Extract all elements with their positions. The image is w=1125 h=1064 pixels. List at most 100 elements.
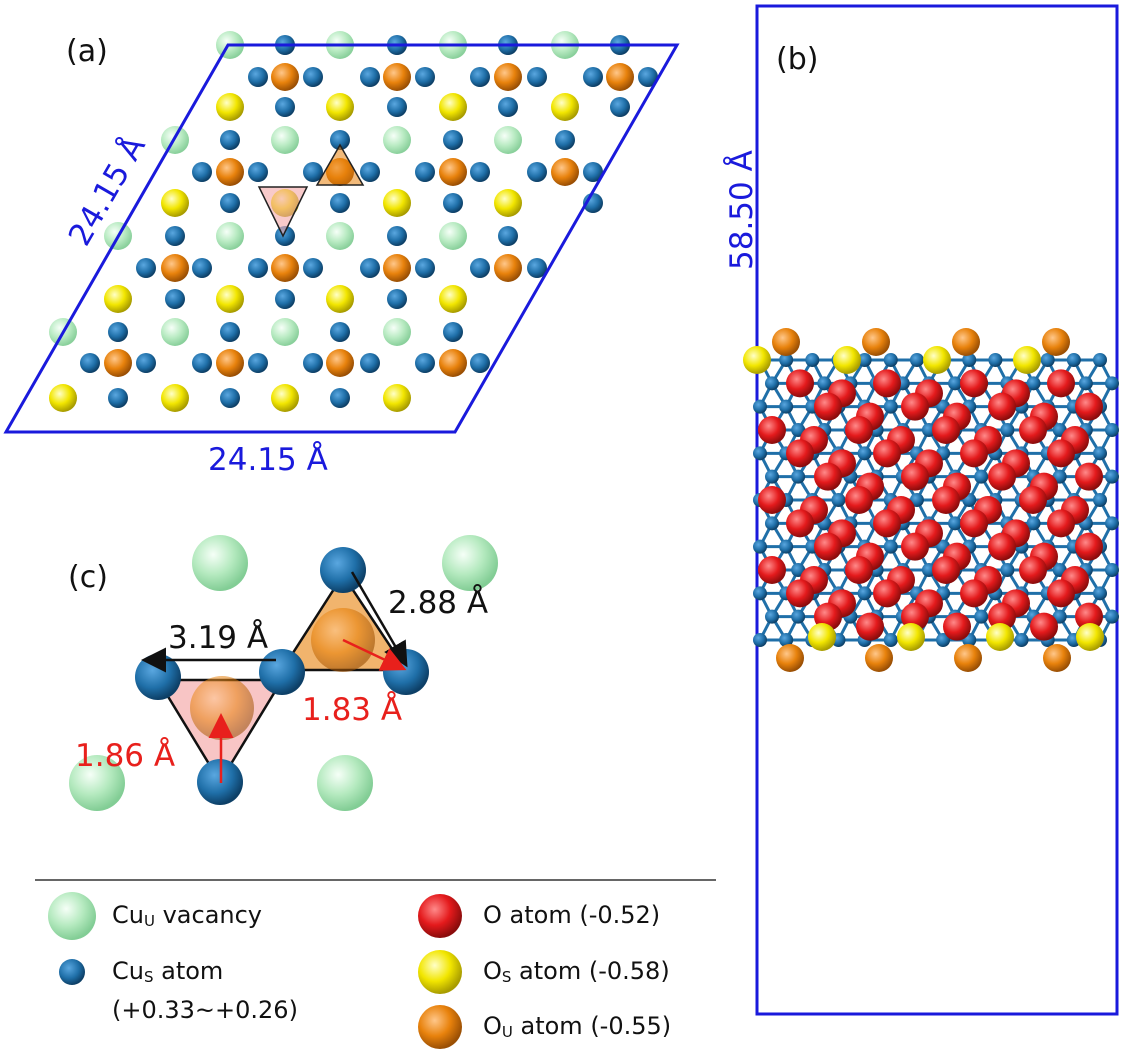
panel-a-os-atom bbox=[161, 189, 189, 217]
panel-b-o-atom bbox=[873, 369, 901, 398]
legend-ou-atom-icon bbox=[418, 1005, 462, 1049]
panel-a-cus-atom bbox=[470, 258, 490, 278]
panel-b-cus-atom bbox=[1093, 446, 1107, 461]
panel-a-cus-atom bbox=[136, 353, 156, 373]
panel-a-cus-atom bbox=[443, 130, 463, 150]
panel-b-cus-atom bbox=[1078, 376, 1093, 391]
panel-b-o-atom bbox=[1030, 612, 1058, 641]
panel-a-cus-atom bbox=[360, 353, 380, 373]
panel-b-cus-atom bbox=[765, 609, 779, 624]
panel-a-cus-atom bbox=[387, 289, 407, 309]
panel-b-o-atom bbox=[758, 486, 786, 514]
panel-a-ou-atom bbox=[104, 349, 132, 377]
panel-b-o-atom bbox=[932, 556, 960, 584]
panel-c-len-1-83: 1.83 Å bbox=[302, 692, 402, 728]
panel-a-cus-atom bbox=[192, 258, 212, 278]
panel-a-cu-vacancy bbox=[271, 126, 299, 154]
panel-a-cus-atom bbox=[192, 353, 212, 373]
panel-a-ou-atom bbox=[216, 158, 244, 186]
panel-b-o-atom bbox=[786, 579, 814, 608]
panel-b-o-atom bbox=[1047, 509, 1075, 538]
panel-a-cus-atom bbox=[527, 67, 547, 87]
panel-a-ou-atom bbox=[551, 158, 579, 186]
panel-a-cus-atom bbox=[248, 258, 268, 278]
panel-b-cus-atom bbox=[753, 633, 767, 647]
panel-a-cus-atom bbox=[220, 388, 240, 408]
panel-b-cus-atom bbox=[1014, 633, 1029, 647]
panel-c-cus-atom bbox=[320, 547, 366, 593]
panel-b-os-atom bbox=[1076, 623, 1104, 651]
panel-a-os-atom bbox=[439, 285, 467, 313]
panel-b-cus-atom bbox=[948, 376, 963, 391]
panel-a-ou-atom bbox=[439, 349, 467, 377]
panel-b-o-atom bbox=[814, 462, 842, 491]
panel-b-o-atom bbox=[901, 462, 929, 491]
panel-b-cus-atom bbox=[1026, 376, 1041, 391]
panel-b-o-atom bbox=[845, 416, 873, 444]
panel-b-o-atom bbox=[1075, 392, 1103, 421]
panel-a-cus-atom bbox=[303, 67, 323, 87]
panel-a-ou-atom bbox=[494, 63, 522, 91]
panel-b-o-atom bbox=[988, 602, 1016, 631]
panel-label-c: (c) bbox=[68, 560, 108, 595]
panel-a-cus-atom bbox=[415, 258, 435, 278]
legend-cus-atom-charge: (+0.33~+0.26) bbox=[112, 996, 298, 1024]
panel-b-o-atom bbox=[1047, 439, 1075, 468]
panel-b-cus-atom bbox=[791, 469, 806, 484]
panel-a-ou-atom bbox=[383, 254, 411, 282]
panel-label-a: (a) bbox=[66, 34, 108, 69]
panel-b-cus-atom bbox=[1093, 586, 1107, 601]
panel-b-o-atom bbox=[901, 392, 929, 421]
panel-c-cu-vacancy bbox=[317, 755, 373, 811]
panel-a-os-atom bbox=[216, 93, 244, 121]
panel-c-len-1-86: 1.86 Å bbox=[75, 738, 175, 774]
panel-b-cus-atom bbox=[779, 633, 794, 647]
panel-b-ou-atom bbox=[1043, 644, 1071, 672]
panel-a-cus-atom bbox=[303, 353, 323, 373]
panel-a-cus-atom bbox=[80, 353, 100, 373]
panel-b-cus-atom bbox=[1040, 353, 1055, 367]
legend-o-atom-icon bbox=[418, 894, 462, 938]
panel-b-o-atom bbox=[758, 556, 786, 584]
panel-b-cus-atom bbox=[974, 469, 989, 484]
panel-a-cus-atom bbox=[136, 258, 156, 278]
panel-b-o-atom bbox=[932, 416, 960, 444]
panel-a-ou-atom bbox=[606, 63, 634, 91]
panel-a-os-atom bbox=[326, 93, 354, 121]
panel-a-os-atom bbox=[271, 384, 299, 412]
panel-b-o-atom bbox=[1047, 369, 1075, 398]
panel-b-os-atom bbox=[986, 623, 1014, 651]
panel-b-o-atom bbox=[932, 486, 960, 514]
panel-a-ou-atom bbox=[494, 254, 522, 282]
legend-ou-atom-label: OU atom (-0.55) bbox=[483, 1012, 672, 1041]
panel-b-cus-atom bbox=[909, 353, 924, 367]
panel-b-ou-atom bbox=[862, 328, 890, 356]
panel-b-cus-atom bbox=[857, 586, 872, 601]
panel-a-cus-atom bbox=[275, 97, 295, 117]
panel-b-ou-atom bbox=[952, 328, 980, 356]
panel-b-cus-atom bbox=[753, 399, 767, 414]
panel-a-cus-atom bbox=[248, 353, 268, 373]
panel-a-os-atom bbox=[216, 285, 244, 313]
panel-b-cus-atom bbox=[921, 563, 936, 577]
panel-a-cus-atom bbox=[360, 67, 380, 87]
panel-b-cus-atom bbox=[909, 493, 924, 507]
panel-b-cus-atom bbox=[1105, 469, 1119, 484]
panel-a-cus-atom bbox=[387, 226, 407, 246]
panel-b-cus-atom bbox=[883, 353, 898, 367]
panel-a-cus-atom bbox=[443, 322, 463, 342]
panel-b-o-atom bbox=[786, 509, 814, 538]
panel-a-os-atom bbox=[551, 93, 579, 121]
legend-os-atom-label: OS atom (-0.58) bbox=[483, 957, 670, 986]
panel-a-top-view: 24.15 Å 24.15 Å bbox=[3, 31, 680, 478]
panel-b-o-atom bbox=[873, 439, 901, 468]
panel-b-atoms bbox=[743, 328, 1119, 672]
panel-a-cu-vacancy bbox=[383, 318, 411, 346]
panel-b-ou-atom bbox=[954, 644, 982, 672]
panel-b-cus-atom bbox=[857, 353, 872, 367]
panel-a-os-atom bbox=[49, 384, 77, 412]
panel-b-cus-atom bbox=[974, 609, 989, 624]
panel-c-cu-vacancy bbox=[192, 535, 248, 591]
panel-c-cu-vacancy bbox=[69, 755, 125, 811]
